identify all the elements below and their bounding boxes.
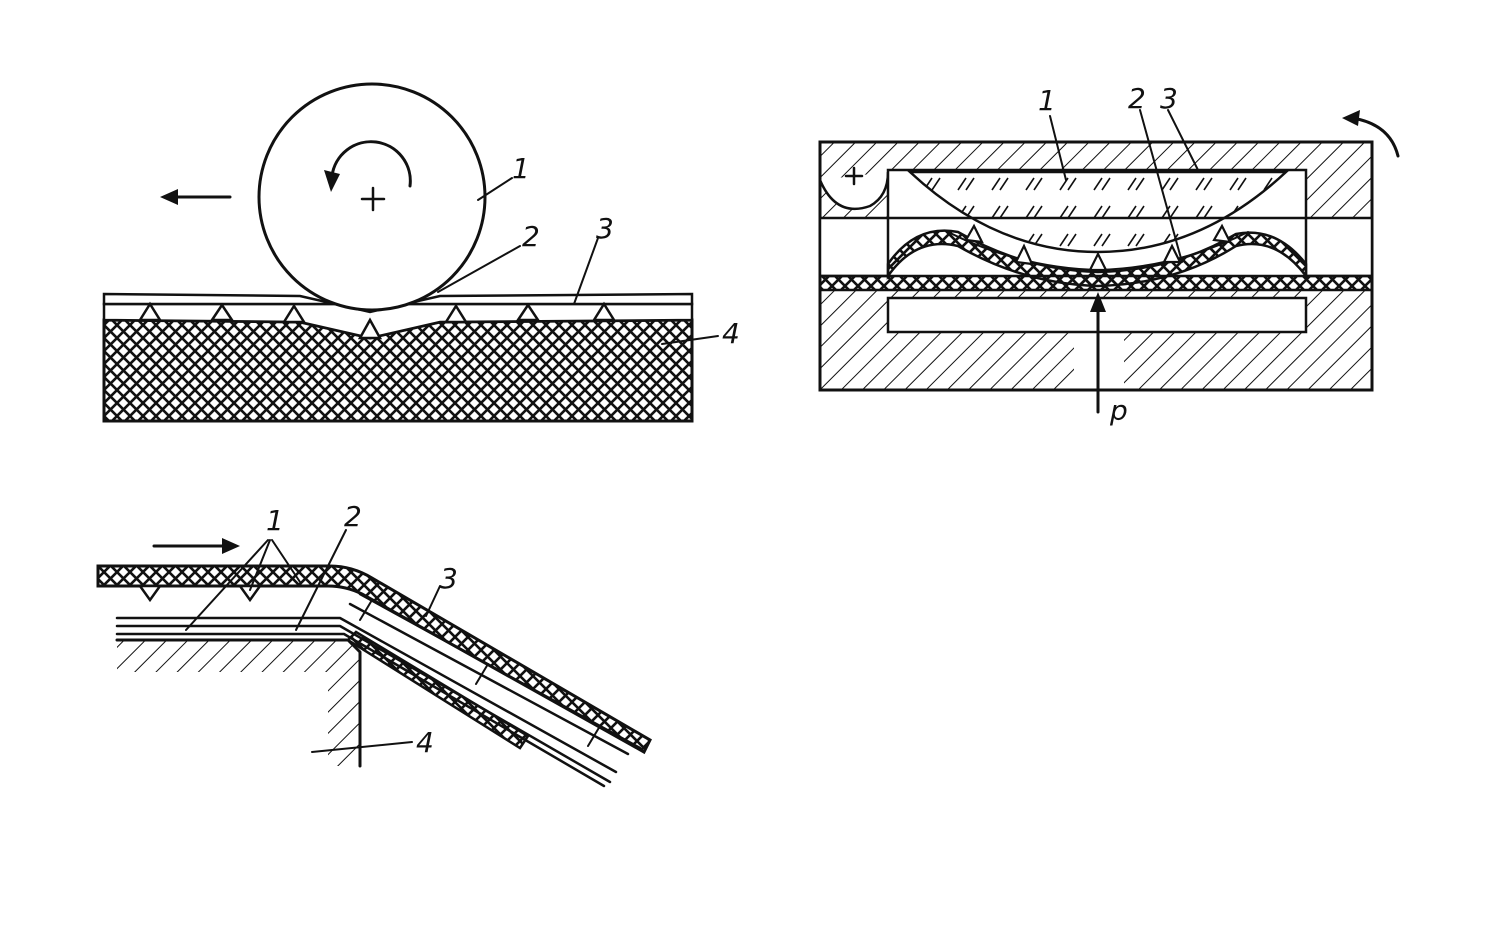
label-3: 3 xyxy=(1160,82,1178,115)
label-3: 3 xyxy=(440,562,458,595)
figure-strip: 1 2 3 4 xyxy=(96,500,652,788)
roller-center-cross xyxy=(360,186,386,212)
rotation-arrowhead xyxy=(324,170,340,192)
top-moving-film xyxy=(96,564,652,755)
lower-slope-layer xyxy=(346,630,530,750)
spike-row xyxy=(137,301,617,340)
label-1: 1 xyxy=(1038,84,1056,117)
direction-arrowhead xyxy=(160,189,178,205)
label-4: 4 xyxy=(722,317,740,350)
figure-press: 1 2 3 p xyxy=(818,82,1400,427)
label-4: 4 xyxy=(416,726,434,759)
label-p: p xyxy=(1109,394,1128,427)
top-film xyxy=(102,292,694,314)
label-1: 1 xyxy=(512,152,530,185)
label-2: 2 xyxy=(522,220,540,253)
label-1: 1 xyxy=(266,504,284,537)
label-3: 3 xyxy=(596,212,614,245)
substrate-layer xyxy=(102,318,694,423)
figure-roller: 1 2 3 4 xyxy=(102,82,740,423)
support-band xyxy=(102,302,694,340)
base-block xyxy=(117,640,360,766)
label-2: 2 xyxy=(344,500,362,533)
label-2: 2 xyxy=(1128,82,1146,115)
rotation-arrow-icon xyxy=(330,140,412,188)
housing-top xyxy=(820,142,1372,218)
